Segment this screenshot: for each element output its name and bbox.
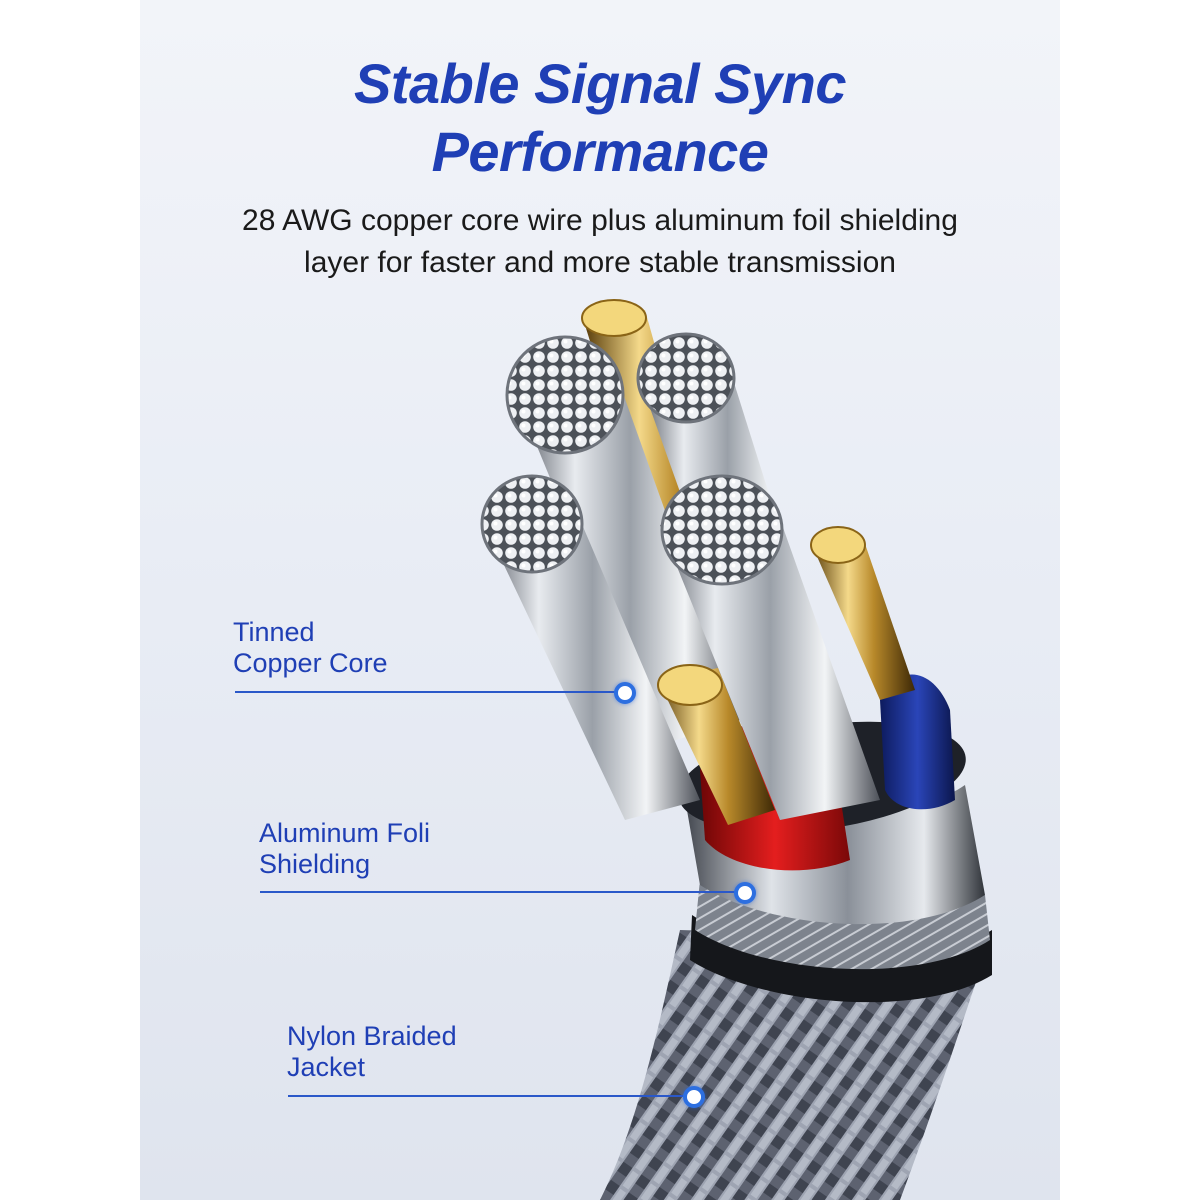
cable-cross-section-illustration bbox=[480, 299, 992, 1200]
headline-line-2: Performance bbox=[431, 120, 769, 183]
headline: Stable Signal Sync Performance bbox=[140, 50, 1060, 186]
subheadline-line-1: 28 AWG copper core wire plus aluminum fo… bbox=[242, 204, 958, 237]
product-panel: Stable Signal Sync Performance 28 AWG co… bbox=[140, 0, 1060, 1200]
subheadline: 28 AWG copper core wire plus aluminum fo… bbox=[140, 200, 1060, 284]
callout-label-nylon-jacket-line-1: Nylon Braided bbox=[287, 1021, 457, 1051]
callout-label-copper-core-line-2: Copper Core bbox=[233, 648, 388, 678]
callout-label-foil-shielding-line-1: Aluminum Foli bbox=[259, 818, 431, 848]
callout-label-foil-shielding-line-2: Shielding bbox=[259, 849, 371, 879]
subheadline-line-2: layer for faster and more stable transmi… bbox=[304, 246, 896, 279]
callout-line-foil-shielding bbox=[260, 891, 736, 893]
callout-label-nylon-jacket: Nylon Braided Jacket bbox=[287, 1021, 457, 1083]
callout-marker-nylon-jacket bbox=[683, 1086, 705, 1108]
callout-label-copper-core: Tinned Copper Core bbox=[233, 617, 388, 679]
callout-label-foil-shielding: Aluminum Foli Shielding bbox=[259, 818, 430, 880]
headline-line-1: Stable Signal Sync bbox=[353, 52, 847, 115]
callout-line-nylon-jacket bbox=[288, 1095, 685, 1097]
callout-marker-foil-shielding bbox=[734, 882, 756, 904]
callout-label-copper-core-line-1: Tinned bbox=[233, 617, 315, 647]
callout-marker-copper-core bbox=[614, 682, 636, 704]
callout-line-copper-core bbox=[235, 691, 615, 693]
callout-label-nylon-jacket-line-2: Jacket bbox=[287, 1052, 366, 1082]
